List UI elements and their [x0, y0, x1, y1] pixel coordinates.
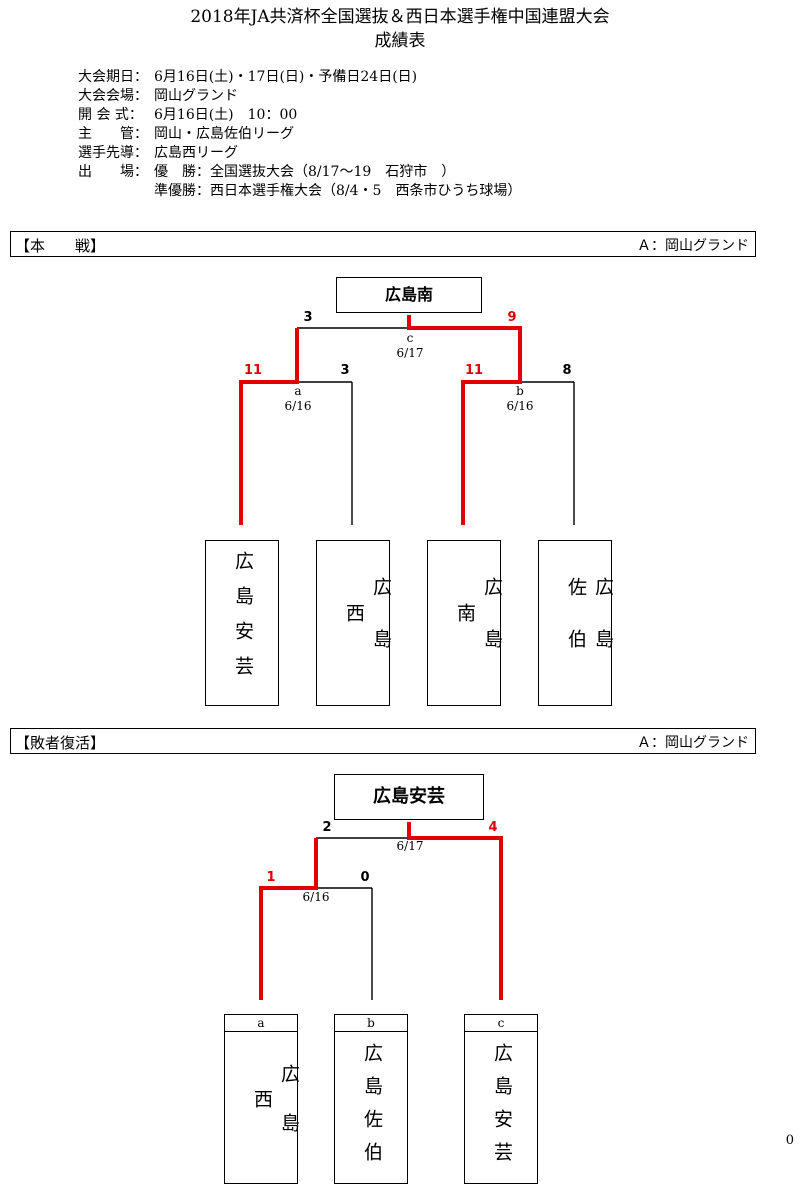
- info-label: 開 会 式：: [78, 107, 143, 123]
- winning-path: [239, 328, 299, 525]
- game-code: b: [516, 384, 524, 398]
- team-name: 広島西: [251, 1064, 300, 1162]
- champion-box: 広島南: [336, 277, 482, 313]
- section-header-repechage: 【敗者復活】 Ａ：岡山グランド: [10, 728, 756, 754]
- team-code: b: [335, 1015, 407, 1032]
- team-code: c: [465, 1015, 537, 1032]
- info-label: 出 場：: [78, 164, 148, 180]
- score: 1: [266, 870, 276, 885]
- section-header-main: 【本 戦】 Ａ：岡山グランド: [10, 231, 756, 257]
- winning-path: [259, 838, 318, 1000]
- info-row: 準優勝：西日本選手権大会（8/4・5 西条市ひうち球場）: [78, 182, 521, 201]
- score: 11: [243, 363, 263, 378]
- team-box: 広島安芸: [205, 540, 279, 706]
- info-label: 大会会場：: [78, 88, 148, 104]
- score: 3: [340, 363, 350, 378]
- score: 2: [322, 820, 332, 835]
- info-label: 選手先導：: [78, 145, 148, 161]
- team-code: a: [225, 1015, 297, 1032]
- info-value: 岡山グランド: [154, 88, 238, 104]
- info-row: 大会期日： 6月16日(土)・17日(日)・予備日24日(日): [78, 68, 417, 87]
- repechage-winner-box: 広島安芸: [334, 774, 484, 820]
- game-code: a: [294, 384, 302, 398]
- score: 11: [464, 363, 484, 378]
- team-name: 広島西: [343, 577, 392, 681]
- winning-path: [407, 315, 522, 525]
- game-date: 6/16: [506, 399, 534, 413]
- team-box: a 広島西: [224, 1014, 300, 1184]
- game-date: 6/17: [396, 839, 424, 853]
- score: 3: [303, 310, 313, 325]
- team-name: 広島安芸: [491, 1043, 513, 1175]
- venue-label: Ａ：岡山グランド: [637, 238, 749, 254]
- document-title: 2018年JA共済杯全国選抜＆西日本選手権中国連盟大会: [190, 7, 610, 27]
- team-box: 広島西: [316, 540, 392, 706]
- info-row: 大会会場： 岡山グランド: [78, 87, 238, 106]
- info-label: 大会期日：: [78, 69, 148, 85]
- info-value: 広島西リーグ: [154, 145, 238, 161]
- section-title: 【本 戦】: [15, 237, 106, 255]
- game-date: 6/16: [302, 890, 330, 904]
- section-title: 【敗者復活】: [15, 734, 106, 752]
- team-name: 広島佐伯: [361, 1043, 383, 1175]
- game-date: 6/16: [284, 399, 312, 413]
- info-value: 優 勝：全国選抜大会（8/17〜19 石狩市 ）: [154, 164, 456, 180]
- winning-path: [407, 822, 503, 1000]
- score: 9: [507, 310, 517, 325]
- info-label: 主 管：: [78, 126, 148, 142]
- game-code: c: [406, 331, 414, 345]
- info-row: 選手先導： 広島西リーグ: [78, 144, 238, 163]
- score: 8: [562, 363, 572, 378]
- info-row: 出 場： 優 勝：全国選抜大会（8/17〜19 石狩市 ）: [78, 163, 455, 182]
- score: 0: [360, 870, 370, 885]
- info-row: 主 管： 岡山・広島佐伯リーグ: [78, 125, 294, 144]
- team-name: 広島南: [454, 577, 503, 681]
- info-value: 準優勝：西日本選手権大会（8/4・5 西条市ひうち球場）: [154, 183, 522, 199]
- info-value: 岡山・広島佐伯リーグ: [154, 126, 294, 142]
- game-date: 6/17: [396, 346, 424, 360]
- team-box: 広島南: [427, 540, 503, 706]
- page-number: 0: [785, 1133, 794, 1148]
- info-value: 6月16日(土) 10：00: [154, 107, 298, 123]
- score: 4: [488, 820, 498, 835]
- info-value: 6月16日(土)・17日(日)・予備日24日(日): [154, 69, 418, 85]
- team-name: 広島安芸: [232, 551, 254, 691]
- document-subtitle: 成績表: [374, 31, 426, 51]
- team-box: 広島佐伯: [538, 540, 614, 706]
- team-box: c 広島安芸: [464, 1014, 538, 1184]
- venue-label: Ａ：岡山グランド: [637, 735, 749, 751]
- info-row: 開 会 式： 6月16日(土) 10：00: [78, 106, 297, 125]
- team-name: 広島佐伯: [565, 577, 614, 681]
- team-box: b 広島佐伯: [334, 1014, 408, 1184]
